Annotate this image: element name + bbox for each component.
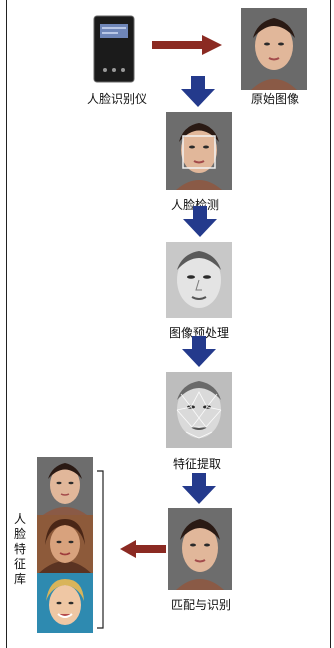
arrow-right-red xyxy=(152,35,222,55)
device-label: 人脸识别仪 xyxy=(86,92,147,106)
library-label-char-3: 特 xyxy=(13,542,26,556)
preprocessed-image xyxy=(166,242,232,318)
arrow-down-blue-4 xyxy=(182,473,216,504)
feature-extraction-label: 特征提取 xyxy=(172,457,221,471)
face-detection-image xyxy=(166,112,232,190)
original-image-label: 原始图像 xyxy=(250,92,299,106)
matching-image xyxy=(168,508,232,590)
arrow-down-blue-3 xyxy=(182,336,216,367)
feature-extraction-image xyxy=(166,372,232,448)
matching-label: 匹配与识别 xyxy=(170,598,231,612)
arrow-down-blue-2 xyxy=(183,206,217,237)
library-bracket xyxy=(97,470,104,629)
face-library-label: 人 脸 特 征 库 xyxy=(12,512,28,587)
arrow-left-red xyxy=(120,540,166,558)
library-label-char-1: 人 xyxy=(13,512,26,526)
preprocessing-label: 图像预处理 xyxy=(168,326,229,340)
library-label-char-2: 脸 xyxy=(13,527,26,541)
library-face-1 xyxy=(37,457,93,515)
face-recognition-device-image xyxy=(93,15,135,83)
frame-right-border xyxy=(330,0,331,648)
library-label-char-4: 征 xyxy=(13,557,26,571)
library-face-3 xyxy=(37,573,93,633)
frame-left-border xyxy=(6,0,7,648)
library-face-2 xyxy=(37,515,93,573)
library-label-char-5: 库 xyxy=(13,572,26,586)
original-image xyxy=(241,8,307,90)
arrow-down-blue-1 xyxy=(181,76,215,107)
